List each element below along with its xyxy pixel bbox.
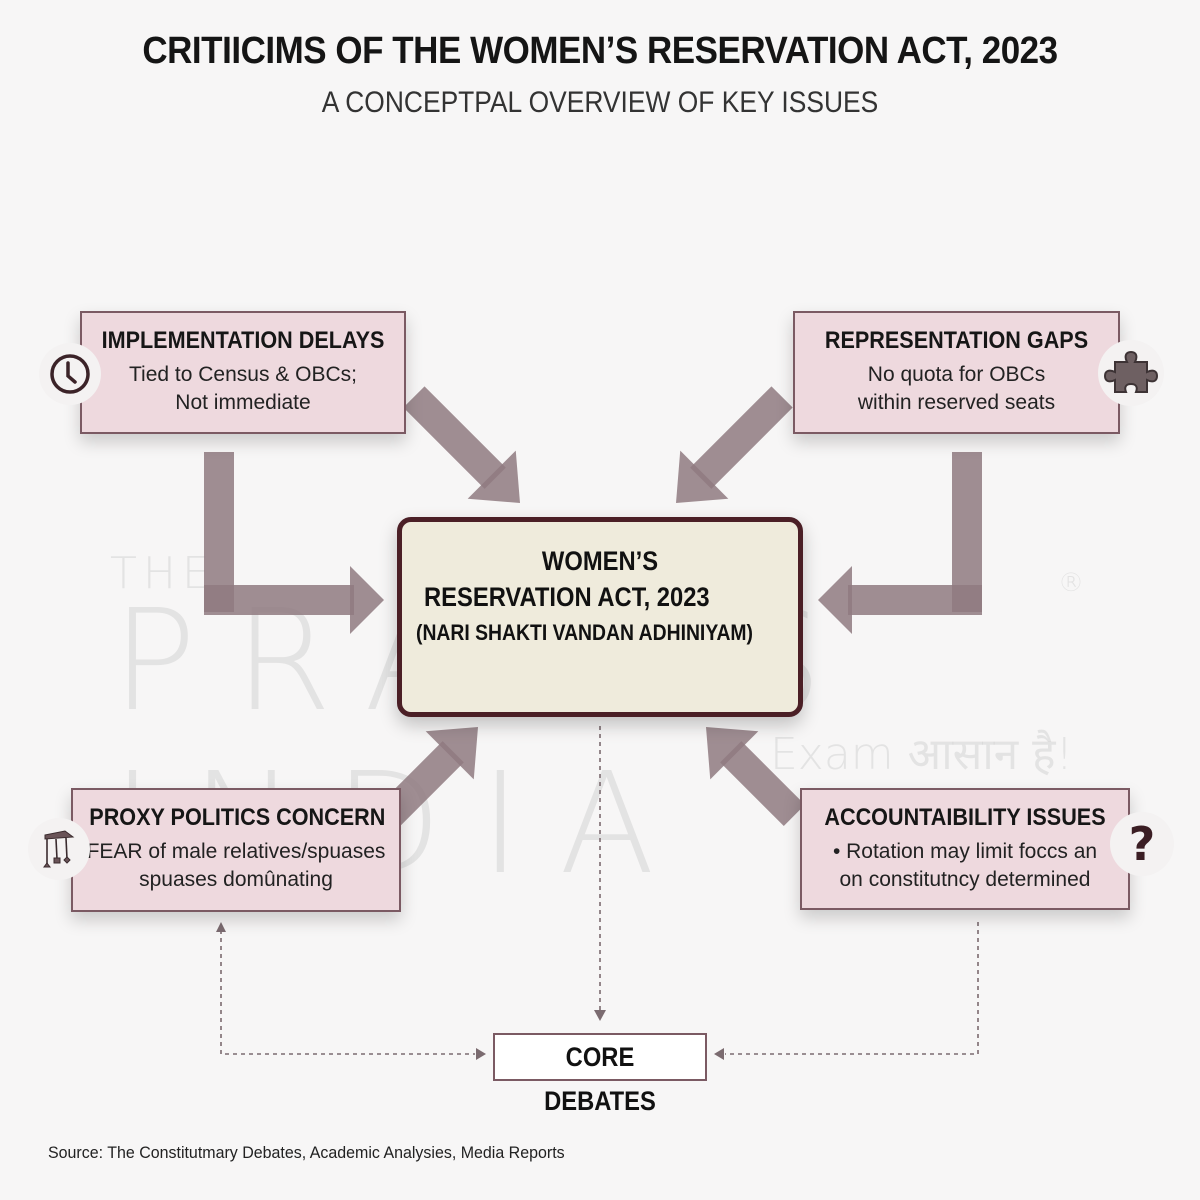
central-title-line1: WOMEN’S: [541, 546, 659, 576]
issue-card-proxy-politics-concern: PROXY POLITICS CONCERN FEAR of male rela…: [71, 788, 401, 912]
central-title-line2: RESERVATION ACT, 2023: [424, 582, 710, 612]
issue-description-line: • Rotation may limit foccs an: [832, 840, 1098, 863]
issue-heading: IMPLEMENTATION DELAYS: [101, 327, 385, 354]
core-debates-box: CORE DEBATES: [493, 1033, 707, 1116]
arrow-acct-diagonal: [706, 727, 805, 826]
issue-description-line: within reserved seats: [857, 391, 1056, 414]
issue-description-line: on constitutncy determined: [839, 868, 1091, 891]
clock-icon: [39, 343, 101, 405]
core-debates-label: CORE DEBATES: [544, 1042, 656, 1116]
puzzle-piece-icon: [1098, 340, 1164, 406]
issue-card-accountability-issues: ACCOUNTAIBILITY ISSUES • Rotation may li…: [800, 788, 1130, 910]
issue-heading: PROXY POLITICS CONCERN: [89, 804, 386, 831]
issue-description-line: Tied to Census & OBCs;: [129, 363, 357, 386]
diagram-subtitle: A CONCEPTPAL OVERVIEW OF KEY ISSUES: [321, 86, 879, 119]
source-citation: Source: The Constitutmary Debates, Acade…: [48, 1143, 565, 1162]
puppet-strings-icon: [28, 818, 90, 880]
arrow-impl-elbow: [204, 452, 384, 634]
arrow-repr-diagonal: [676, 386, 793, 503]
question-mark-icon: ?: [1110, 812, 1174, 876]
issue-card-representation-gaps: REPRESENTATION GAPS No quota for OBCs wi…: [793, 311, 1120, 434]
issue-description-line: spuases domûnating: [139, 868, 333, 891]
central-subtitle: (NARI SHAKTI VANDAN ADHINIYAM): [416, 620, 754, 645]
issue-description-line: Not immediate: [175, 391, 311, 414]
issue-card-implementation-delays: IMPLEMENTATION DELAYS Tied to Census & O…: [80, 311, 406, 434]
arrow-repr-elbow: [818, 452, 982, 634]
issue-heading: ACCOUNTAIBILITY ISSUES: [824, 804, 1106, 831]
issue-description-line: FEAR of male relatives/spuases: [86, 840, 386, 863]
diagram-title: CRITIICIMS OF THE WOMEN’S RESERVATION AC…: [142, 30, 1058, 72]
issue-description-line: No quota for OBCs: [867, 363, 1046, 386]
issue-heading: REPRESENTATION GAPS: [824, 327, 1089, 354]
central-act-box: WOMEN’S RESERVATION ACT, 2023 (NARI SHAK…: [397, 517, 803, 717]
arrow-impl-diagonal: [403, 386, 520, 503]
